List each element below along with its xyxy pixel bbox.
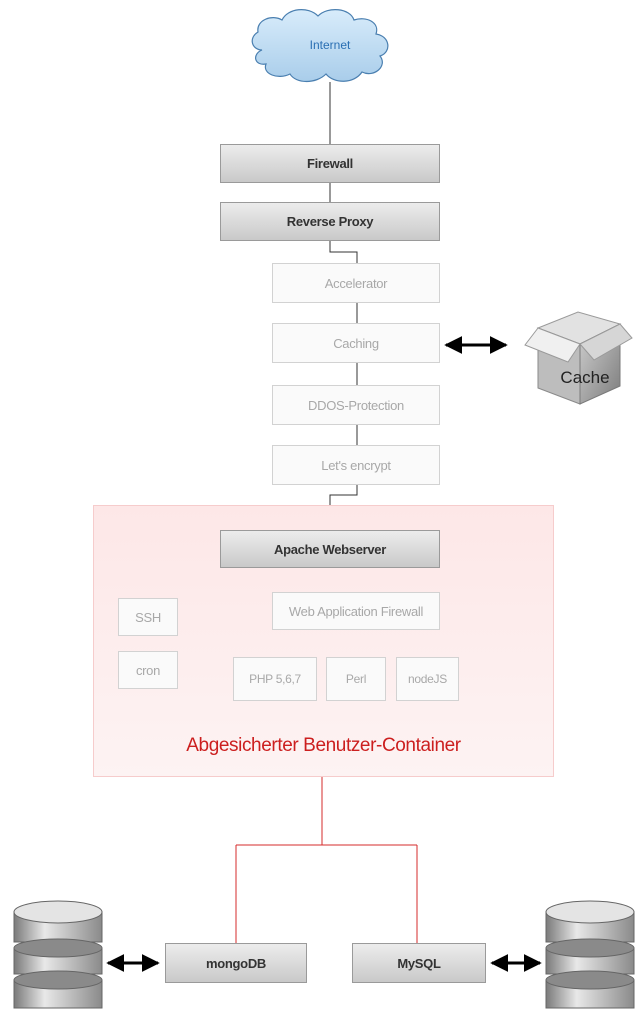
- cron-box: cron: [118, 651, 178, 689]
- apache-webserver-box: Apache Webserver: [220, 530, 440, 568]
- ddos-protection-box: DDOS-Protection: [272, 385, 440, 425]
- firewall-box: Firewall: [220, 144, 440, 183]
- ssh-box: SSH: [118, 598, 178, 636]
- accelerator-box: Accelerator: [272, 263, 440, 303]
- php-box: PHP 5,6,7: [233, 657, 317, 701]
- cache-label: Cache: [560, 368, 610, 387]
- mongodb-box: mongoDB: [165, 943, 307, 983]
- letsencrypt-box: Let's encrypt: [272, 445, 440, 485]
- database-left-icon: [13, 900, 103, 1009]
- arrows: [106, 336, 542, 972]
- nodejs-box: nodeJS: [396, 657, 459, 701]
- container-label: Abgesicherter Benutzer-Container: [186, 735, 461, 756]
- database-right-icon: [545, 900, 635, 1009]
- cache-box-icon: [524, 311, 633, 405]
- mysql-box: MySQL: [352, 943, 486, 983]
- caching-box: Caching: [272, 323, 440, 363]
- perl-box: Perl: [326, 657, 386, 701]
- waf-box: Web Application Firewall: [272, 592, 440, 630]
- reverse-proxy-box: Reverse Proxy: [220, 202, 440, 241]
- internet-label: Internet: [309, 38, 351, 52]
- internet-cloud-icon: [251, 9, 389, 83]
